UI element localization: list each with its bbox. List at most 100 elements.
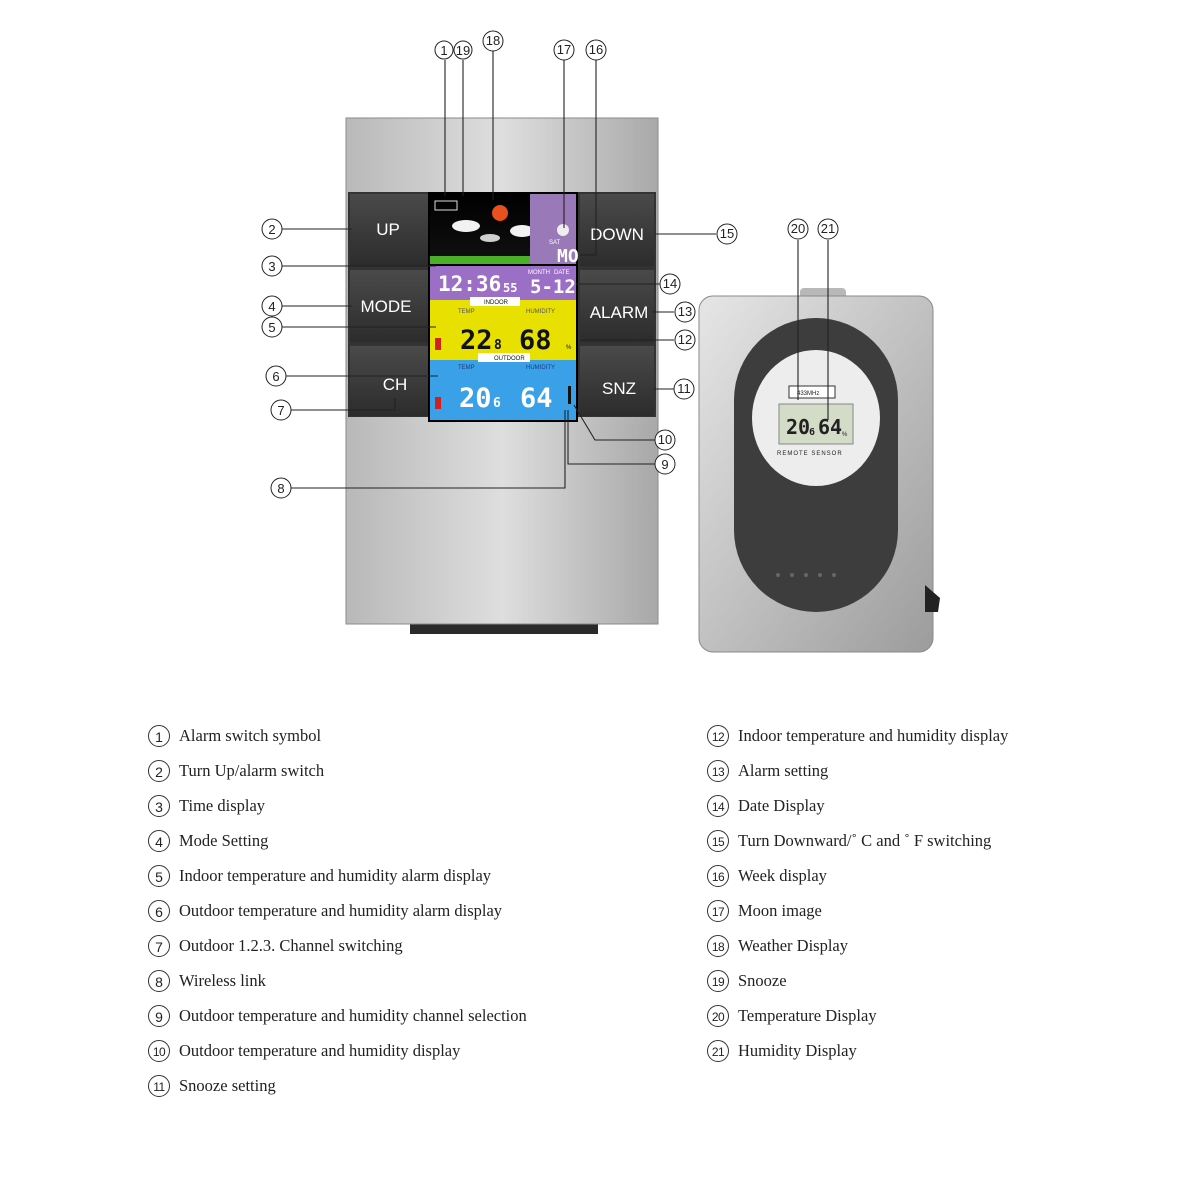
indoor-label: INDOOR [484, 300, 509, 306]
legend-item-17: 17 Moon image [707, 893, 1008, 928]
callout-9: 9 [654, 453, 676, 475]
legend-text: Moon image [738, 900, 822, 920]
legend-text: Date Display [738, 795, 825, 815]
product-diagram: UP MODE CH DOWN ALARM SNZ [261, 30, 940, 653]
callout-14: 14 [659, 273, 681, 295]
remote-sensor-label: REMOTE SENSOR [777, 451, 843, 457]
svg-text:5: 5 [268, 320, 275, 335]
time-main: 12:36 [438, 272, 501, 296]
svg-text:20: 20 [791, 221, 805, 236]
callout-15: 15 [716, 223, 738, 245]
down-button[interactable]: DOWN [580, 194, 654, 266]
remote-sensor: 433MHz 20 6 64 % REMOTE SENSOR [698, 288, 940, 653]
callout-8: 8 [270, 477, 292, 499]
month-label: MONTH [528, 270, 550, 276]
legend-number: 17 [707, 899, 729, 922]
device-lower-panel [350, 424, 654, 620]
svg-text:CH: CH [383, 375, 408, 394]
cloud-icon [452, 220, 480, 232]
outdoor-label: OUTDOOR [494, 356, 525, 362]
outdoor-temp: 20 [459, 383, 492, 414]
legend-number: 3 [148, 794, 170, 817]
svg-text:2: 2 [268, 222, 275, 237]
sensor-lcd [778, 403, 854, 445]
callout-markers: 1 19 18 17 16 2 3 4 5 6 7 8 9 10 11 12 1… [261, 30, 839, 499]
grass-strip [430, 256, 530, 264]
outdoor-band: OUTDOOR TEMP HUMIDITY 20 6 64 [430, 353, 576, 420]
legend-item-3: 3 Time display [148, 788, 527, 823]
svg-text:11: 11 [677, 381, 691, 396]
alarm-bell-icon [435, 338, 441, 350]
ch-button[interactable]: CH [350, 346, 428, 416]
sensor-percent: % [842, 432, 848, 438]
cloud-icon [510, 225, 534, 237]
outdoor-temp-label: TEMP [458, 365, 475, 371]
legend-text: Week display [738, 865, 827, 885]
indoor-humidity-label: HUMIDITY [526, 309, 555, 315]
legend-text: Time display [179, 795, 266, 815]
svg-text:7: 7 [277, 403, 284, 418]
svg-text:DOWN: DOWN [590, 225, 644, 244]
legend-number: 21 [707, 1039, 729, 1062]
svg-text:9: 9 [661, 457, 668, 472]
svg-text:13: 13 [678, 304, 692, 319]
svg-text:ALARM: ALARM [590, 303, 649, 322]
up-button[interactable]: UP [350, 194, 428, 266]
sensor-humidity: 64 [818, 415, 842, 439]
svg-text:16: 16 [589, 42, 603, 57]
callout-10: 10 [654, 429, 676, 451]
svg-text:12: 12 [678, 332, 692, 347]
legend-text: Mode Setting [179, 830, 269, 850]
legend-text: Weather Display [738, 935, 849, 955]
indoor-temp-decimal: 8 [494, 338, 502, 353]
callout-13: 13 [674, 301, 696, 323]
callout-17: 17 [553, 39, 575, 61]
svg-text:17: 17 [557, 42, 571, 57]
snz-button[interactable]: SNZ [580, 346, 654, 416]
legend-number: 15 [707, 829, 729, 852]
legend-number: 1 [148, 724, 170, 747]
frequency-badge [788, 385, 836, 399]
week-day: MO [557, 246, 579, 267]
callout-21: 21 [817, 218, 839, 240]
legend-number: 7 [148, 934, 170, 957]
svg-text:UP: UP [376, 220, 400, 239]
legend-number: 2 [148, 759, 170, 782]
legend-text: Wireless link [179, 970, 266, 990]
svg-text:4: 4 [268, 299, 275, 314]
moon-icon [557, 224, 569, 236]
alarm-switch-symbol [434, 200, 458, 211]
svg-text:14: 14 [663, 276, 677, 291]
legend-text: Alarm setting [738, 760, 829, 780]
legend-number: 9 [148, 1004, 170, 1027]
outdoor-humidity: 64 [520, 383, 553, 414]
callout-16: 16 [585, 39, 607, 61]
callout-5: 5 [261, 316, 283, 338]
legend-number: 11 [148, 1074, 170, 1097]
indoor-temp-label: TEMP [458, 309, 475, 315]
frequency-label: 433MHz [797, 391, 819, 397]
callout-1: 1 [434, 40, 454, 60]
legend-number: 4 [148, 829, 170, 852]
svg-text:15: 15 [720, 226, 734, 241]
svg-text:10: 10 [658, 432, 672, 447]
svg-text:18: 18 [486, 33, 500, 48]
time-date-strip: 12:36 55 MONTH DATE 5-12 [430, 266, 576, 300]
mode-button[interactable]: MODE [350, 270, 428, 342]
alarm-button[interactable]: ALARM [580, 270, 654, 342]
legend-number: 14 [707, 794, 729, 817]
callout-19: 19 [453, 40, 473, 60]
lcd-screen: SAT MO 12:36 55 MONTH DATE 5-12 INDOOR T… [428, 192, 579, 422]
weather-area [430, 194, 534, 264]
legend-number: 5 [148, 864, 170, 887]
legend-text: Outdoor temperature and humidity channel… [179, 1005, 527, 1025]
svg-text:1: 1 [440, 43, 447, 58]
wireless-link-icon [568, 386, 571, 404]
